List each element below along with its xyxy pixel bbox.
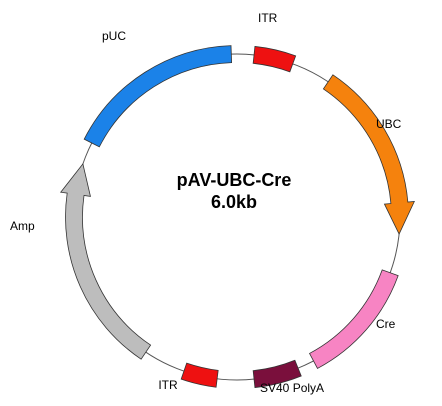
plasmid-size: 6.0kb <box>211 192 257 212</box>
feature-layer <box>59 45 415 388</box>
plasmid-center-label: pAV-UBC-Cre 6.0kb <box>177 170 292 212</box>
feature-labels: ITR UBC Cre SV40 PolyA ITR Amp pUC <box>10 11 402 395</box>
ubc-label: UBC <box>376 117 402 131</box>
amp-resistance-arrow <box>59 163 152 360</box>
cre-label: Cre <box>376 317 396 331</box>
puc-label: pUC <box>102 29 126 43</box>
amp-label: Amp <box>10 219 35 233</box>
sv40-label: SV40 PolyA <box>260 381 324 395</box>
itr-top-label: ITR <box>258 11 278 25</box>
sv40-polya-segment <box>252 359 302 388</box>
itr-bottom-segment <box>180 362 219 388</box>
itr-bottom-label: ITR <box>158 378 178 392</box>
ubc-promoter-arrow <box>322 74 415 235</box>
cre-segment <box>308 269 399 369</box>
puc-origin-segment <box>83 45 233 148</box>
plasmid-name: pAV-UBC-Cre <box>177 170 292 190</box>
itr-top-segment <box>252 46 297 73</box>
